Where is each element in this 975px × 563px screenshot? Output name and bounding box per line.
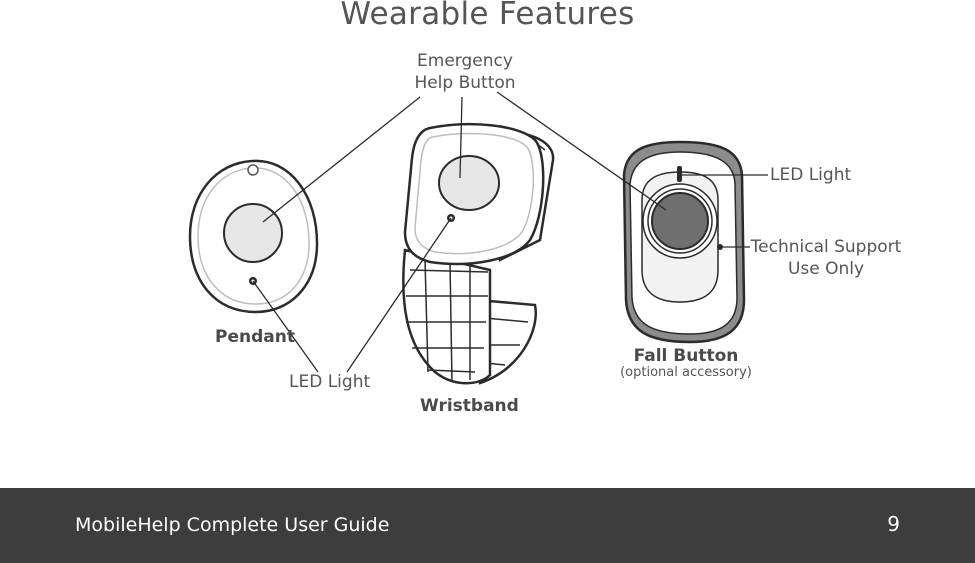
- pendant-label: Pendant: [215, 327, 295, 347]
- wristband-label: Wristband: [420, 396, 519, 416]
- fall-button-device: [622, 140, 746, 344]
- emergency-help-button-label-line1: Emergency: [417, 51, 513, 71]
- footer-page-number: 9: [887, 512, 900, 536]
- technical-support-label: Technical Support Use Only: [746, 236, 906, 280]
- fall-help-button: [651, 192, 709, 250]
- page-footer: MobileHelp Complete User Guide 9: [0, 488, 975, 563]
- callout-lines: [252, 91, 768, 373]
- fall-led-icon: [677, 166, 682, 182]
- page-title: Wearable Features: [340, 0, 635, 32]
- emergency-help-button-label-line2: Help Button: [414, 73, 516, 93]
- fall-button-note: (optional accessory): [620, 365, 752, 380]
- pendant-help-button: [223, 203, 283, 263]
- pendant-device: [188, 159, 319, 314]
- technical-support-label-line1: Technical Support: [750, 237, 902, 257]
- technical-support-label-line2: Use Only: [787, 259, 865, 279]
- wearable-devices-illustration: [188, 91, 768, 385]
- wristband-device: [402, 123, 555, 385]
- led-light-right-label: LED Light: [770, 165, 852, 185]
- wristband-help-button: [438, 155, 500, 211]
- emergency-help-button-label: Emergency Help Button: [405, 50, 525, 94]
- fall-button-label: Fall Button: [633, 346, 739, 366]
- pendant-lanyard-hole: [247, 164, 259, 176]
- led-light-left-label: LED Light: [289, 372, 371, 392]
- footer-guide-title: MobileHelp Complete User Guide: [75, 514, 390, 536]
